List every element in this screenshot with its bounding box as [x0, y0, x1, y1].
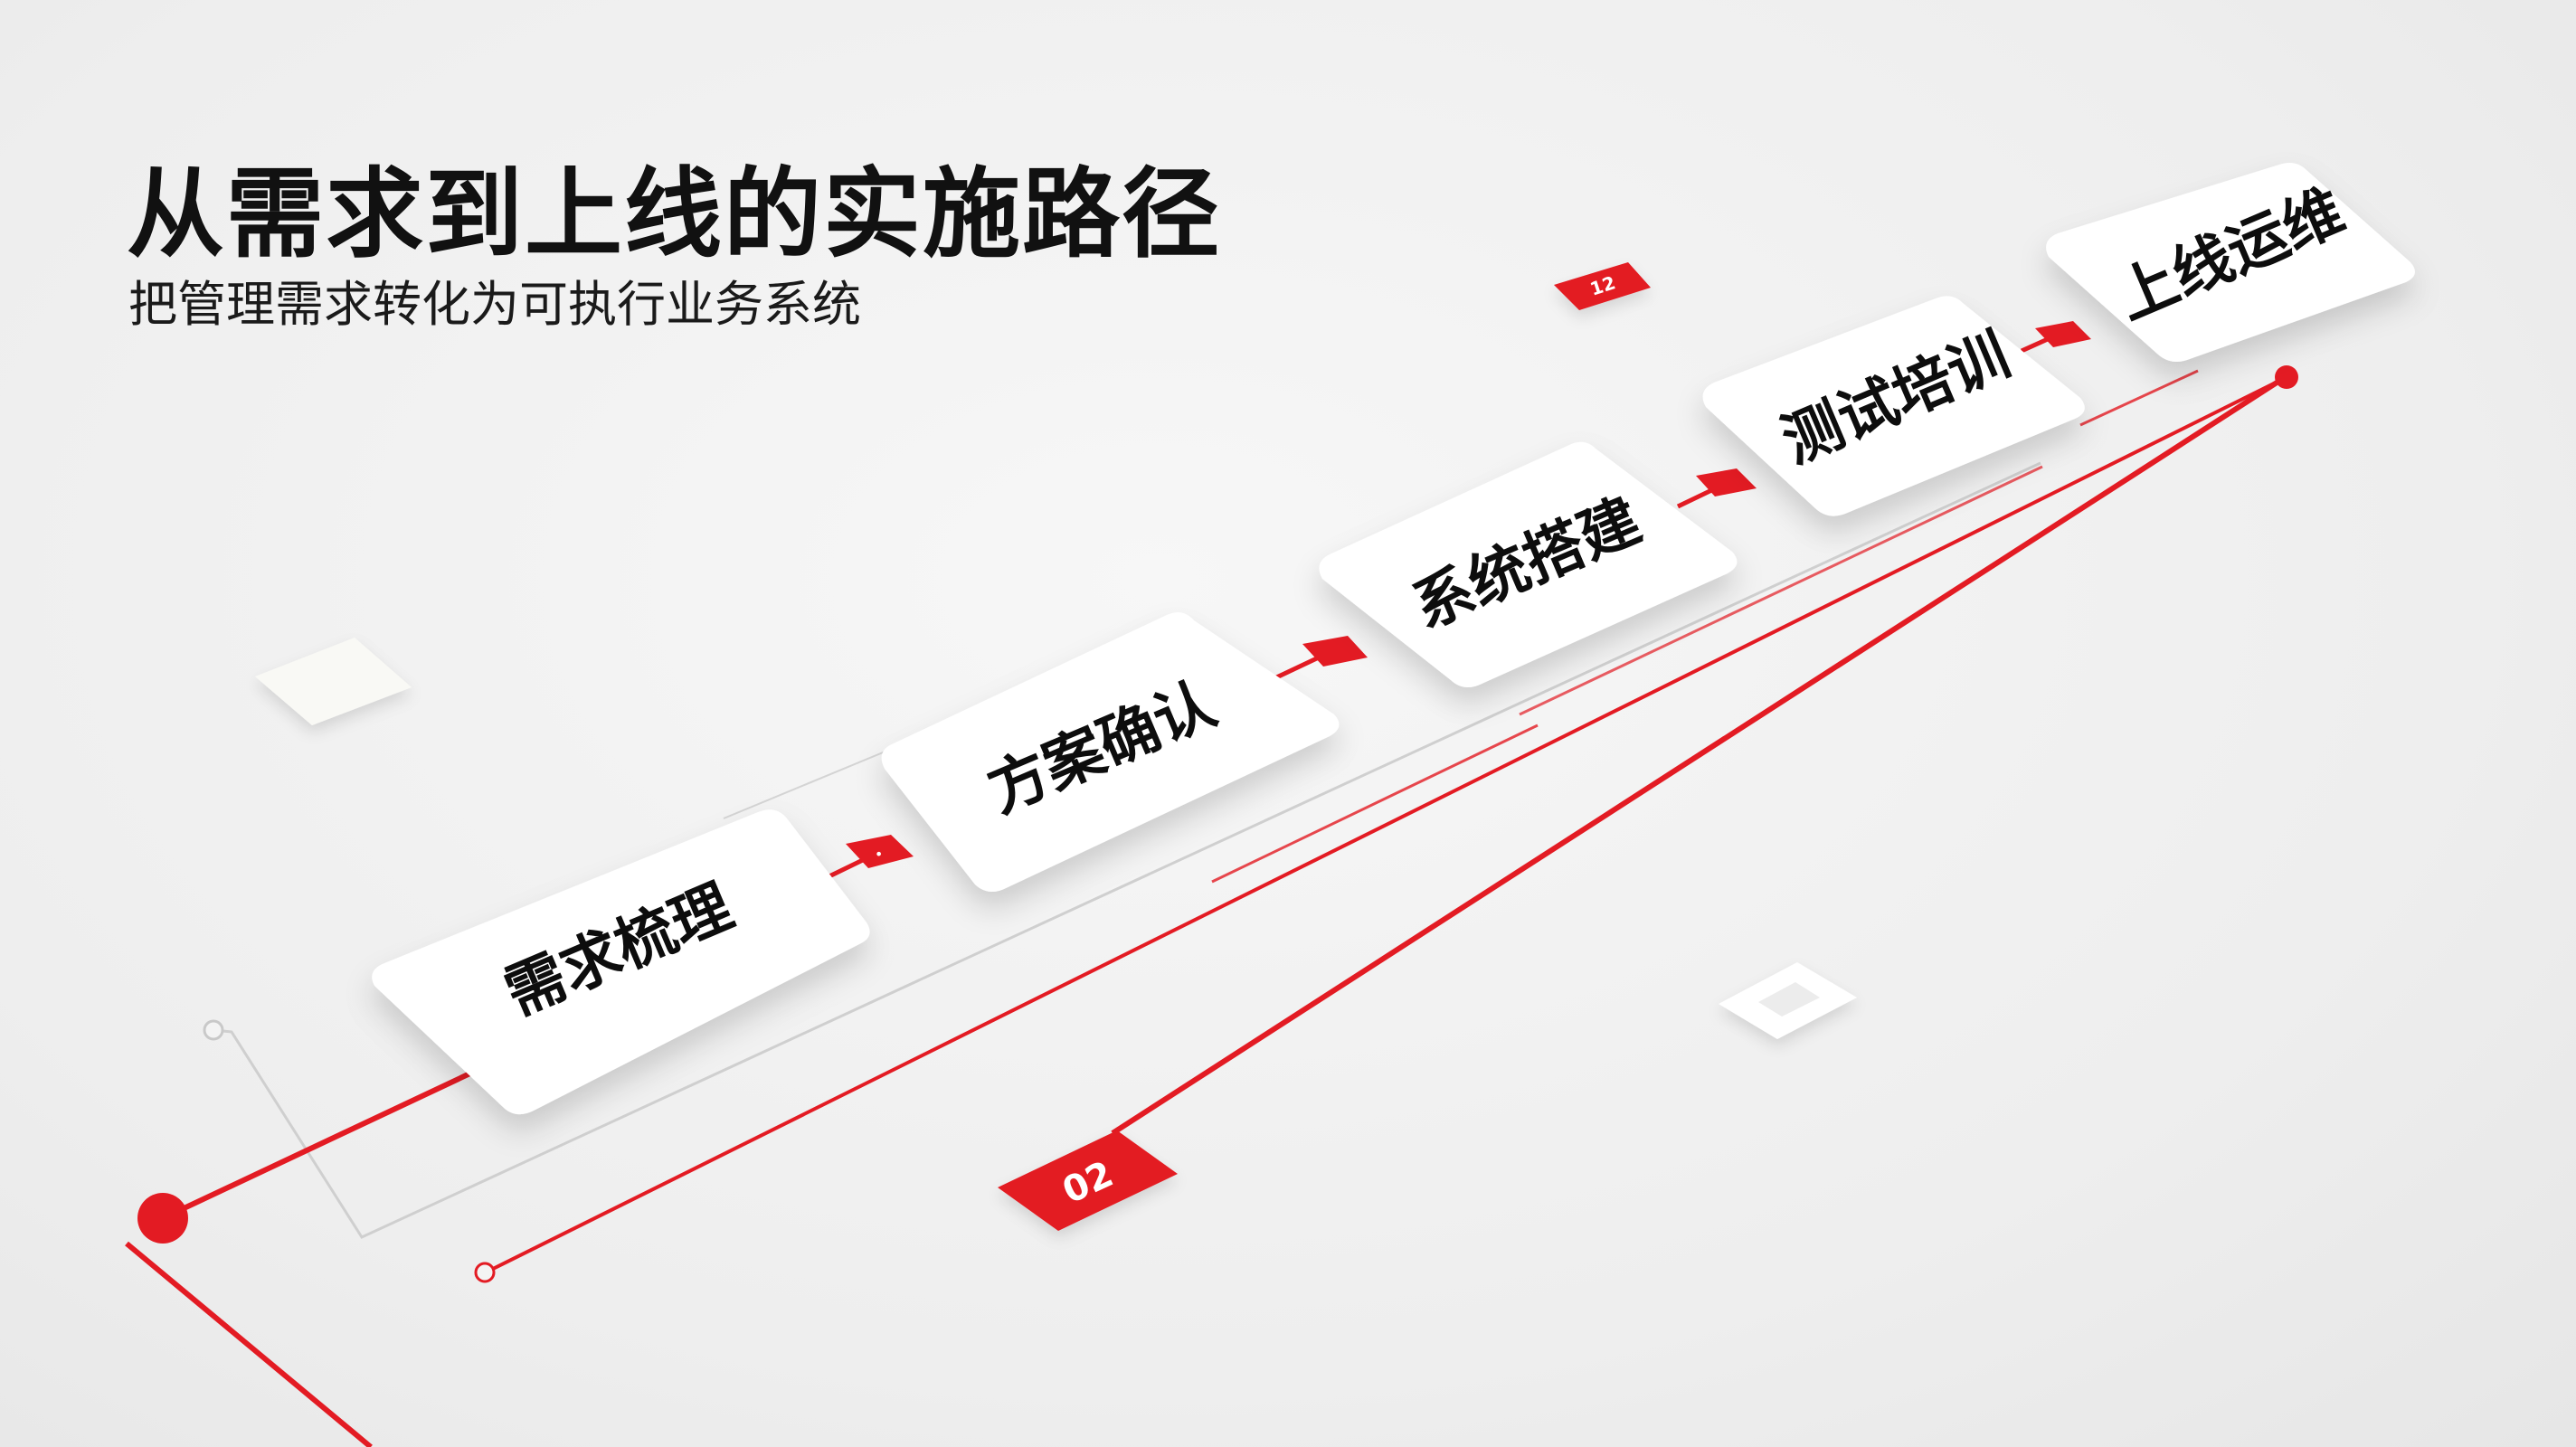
- step-card-2[interactable]: 方案确认: [881, 612, 1340, 893]
- start-node-circle: [137, 1193, 188, 1244]
- red-rail-4: [2079, 369, 2199, 427]
- connector-2: [1269, 654, 1322, 683]
- end-node-circle: [2275, 365, 2298, 389]
- step-badge-top: 12: [1554, 262, 1651, 310]
- step-badge-large: 02: [998, 1130, 1178, 1231]
- step-marker-2: [1302, 636, 1368, 667]
- page-title: 从需求到上线的实施路径: [127, 158, 1222, 271]
- step-marker-1: •: [846, 835, 914, 868]
- step-marker-3: [1696, 468, 1757, 497]
- hollow-node-red: [474, 1262, 496, 1283]
- decor-hollow-square: [1719, 962, 1857, 1039]
- step-card-3[interactable]: 系统搭建: [1319, 441, 1738, 688]
- step-card-1[interactable]: 需求梳理: [372, 809, 870, 1115]
- red-rail-1: [492, 374, 2289, 1271]
- main-red-line: [161, 1054, 508, 1221]
- step-card-5[interactable]: 上线运维: [2046, 163, 2415, 362]
- step-marker-4: [2035, 321, 2091, 347]
- red-rail-2: [1211, 724, 1539, 884]
- decor-tile: [255, 638, 412, 725]
- red-line-to-badge: [1111, 375, 2286, 1136]
- page-subtitle: 把管理需求转化为可执行业务系统: [128, 276, 861, 333]
- hollow-node-gray: [203, 1019, 224, 1041]
- red-rail-3: [1519, 465, 2043, 716]
- red-line-down: [125, 1241, 373, 1447]
- guide-line-gray-2: [723, 739, 914, 819]
- step-card-4[interactable]: 测试培训: [1702, 296, 2085, 516]
